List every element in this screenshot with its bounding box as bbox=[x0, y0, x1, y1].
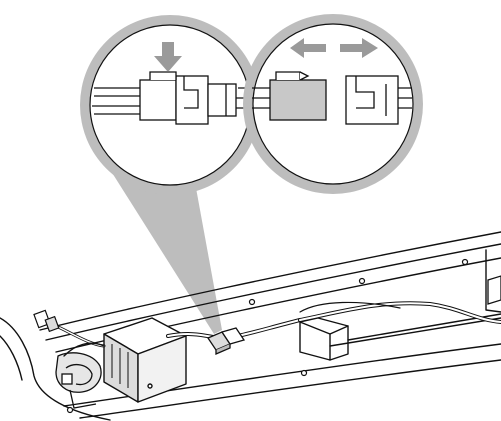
base-outer-lower bbox=[0, 335, 23, 381]
right-edge-bracket bbox=[487, 275, 501, 305]
callout-connected bbox=[80, 15, 260, 195]
base-cross-member-side bbox=[329, 325, 349, 361]
base-frame-line bbox=[329, 317, 501, 347]
bolt-hole bbox=[66, 406, 74, 414]
base-top-rim-inner bbox=[45, 243, 501, 341]
inline-connector bbox=[207, 327, 246, 355]
bolt-hole bbox=[358, 277, 366, 285]
bolt-hole bbox=[300, 369, 308, 377]
base-cross-member bbox=[299, 321, 331, 361]
callout-disconnected-face bbox=[252, 23, 414, 185]
base-right-post bbox=[485, 249, 501, 313]
base-bottom-rail-2 bbox=[79, 359, 501, 419]
callout-connected-plug bbox=[139, 71, 237, 125]
bolt-holes bbox=[66, 258, 469, 414]
end-connector bbox=[33, 309, 60, 333]
callout-cone bbox=[104, 160, 222, 334]
callout-disconnected bbox=[243, 14, 423, 194]
bolt-hole bbox=[248, 298, 256, 306]
double-horizontal-arrow bbox=[290, 38, 326, 58]
control-box bbox=[103, 317, 187, 403]
callout-disconnected-plug-right bbox=[345, 75, 399, 125]
base-top-rim bbox=[39, 231, 501, 331]
motor-bracket bbox=[55, 352, 102, 409]
bolt-hole bbox=[461, 258, 469, 266]
base-bottom-rail bbox=[63, 343, 501, 407]
press-down-arrow bbox=[154, 42, 182, 72]
callout-disconnected-plug-left bbox=[269, 71, 327, 121]
wire-harness bbox=[54, 301, 501, 357]
base-outer-edge bbox=[0, 317, 111, 421]
